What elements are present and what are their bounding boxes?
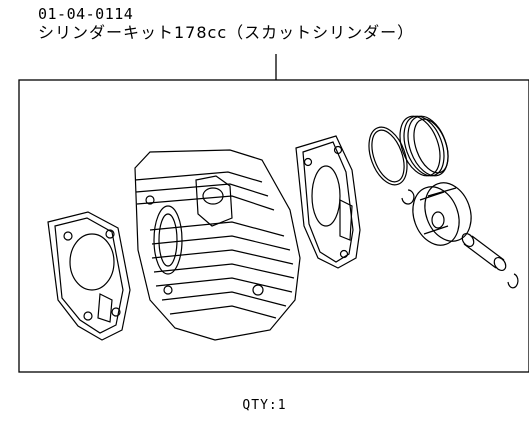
piston-rings — [368, 115, 449, 186]
circlip — [401, 189, 415, 205]
quantity-label: QTY:1 — [242, 398, 287, 413]
piston-pin — [461, 232, 507, 272]
base-gasket — [295, 135, 361, 269]
diagram-frame — [18, 79, 529, 373]
circlip-2 — [507, 273, 519, 289]
piston — [412, 182, 472, 246]
cylinder-block — [134, 149, 301, 341]
part-number: 01-04-0114 — [38, 5, 134, 23]
head-gasket — [47, 211, 131, 341]
part-name: シリンダーキット178cc（スカットシリンダー） — [38, 23, 415, 42]
